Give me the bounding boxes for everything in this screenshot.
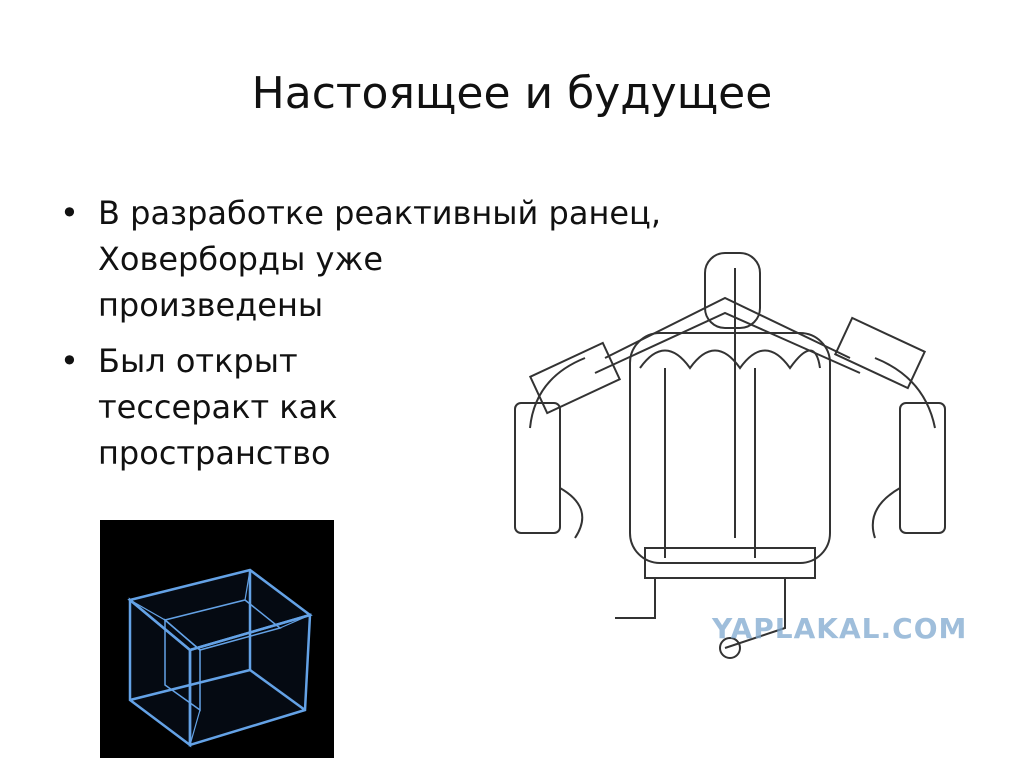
bullet-line: Был открыт [98,342,298,380]
bullet-item: • В разработке реактивный ранец, Ховербо… [60,190,780,328]
tesseract-image [100,520,334,758]
bullet-list: • В разработке реактивный ранец, Ховербо… [60,190,780,486]
bullet-line: тессеракт как [98,388,338,426]
bullet-line: произведены [98,286,324,324]
bullet-dot: • [60,342,79,380]
slide-title: Настоящее и будущее [251,68,773,119]
bullet-line: В разработке реактивный ранец, [98,194,661,232]
bullet-item: • Был открыт тессеракт как пространство [60,338,780,476]
bullet-dot: • [60,194,79,232]
watermark: YAPLAKAL.COM [712,612,968,645]
tesseract-icon [127,568,313,748]
jetpack-diagram: YAPLAKAL.COM [455,238,1005,673]
bullet-line: Ховерборды уже [98,240,383,278]
bullet-line: пространство [98,434,331,472]
jetpack-diagram-icon [514,252,946,659]
